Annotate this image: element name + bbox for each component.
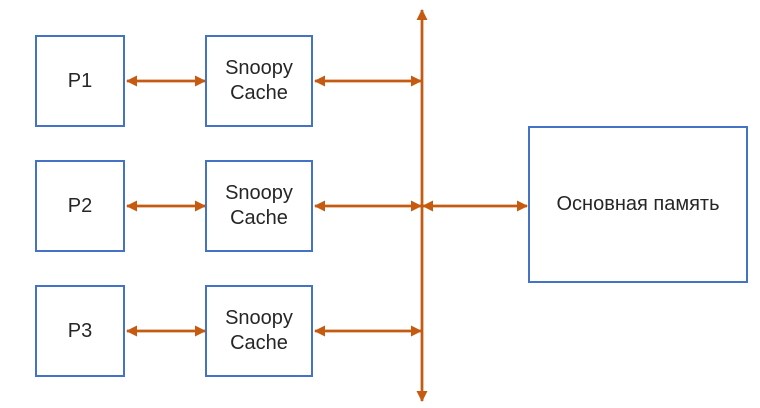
processor-box-p1: P1 [35, 35, 125, 127]
cache-box-1: Snoopy Cache [205, 35, 313, 127]
cache-label: Snoopy Cache [225, 57, 293, 104]
cache-box-2: Snoopy Cache [205, 160, 313, 252]
cache-label: Snoopy Cache [225, 182, 293, 229]
processor-box-p2: P2 [35, 160, 125, 252]
main-memory-label: Основная память [556, 193, 720, 215]
processor-label: P3 [67, 319, 93, 342]
cache-label: Snoopy Cache [225, 307, 293, 354]
cache-box-3: Snoopy Cache [205, 285, 313, 377]
processor-label: P2 [67, 194, 93, 217]
processor-box-p3: P3 [35, 285, 125, 377]
processor-label: P1 [67, 69, 93, 92]
main-memory-box: Основная память [528, 126, 748, 283]
